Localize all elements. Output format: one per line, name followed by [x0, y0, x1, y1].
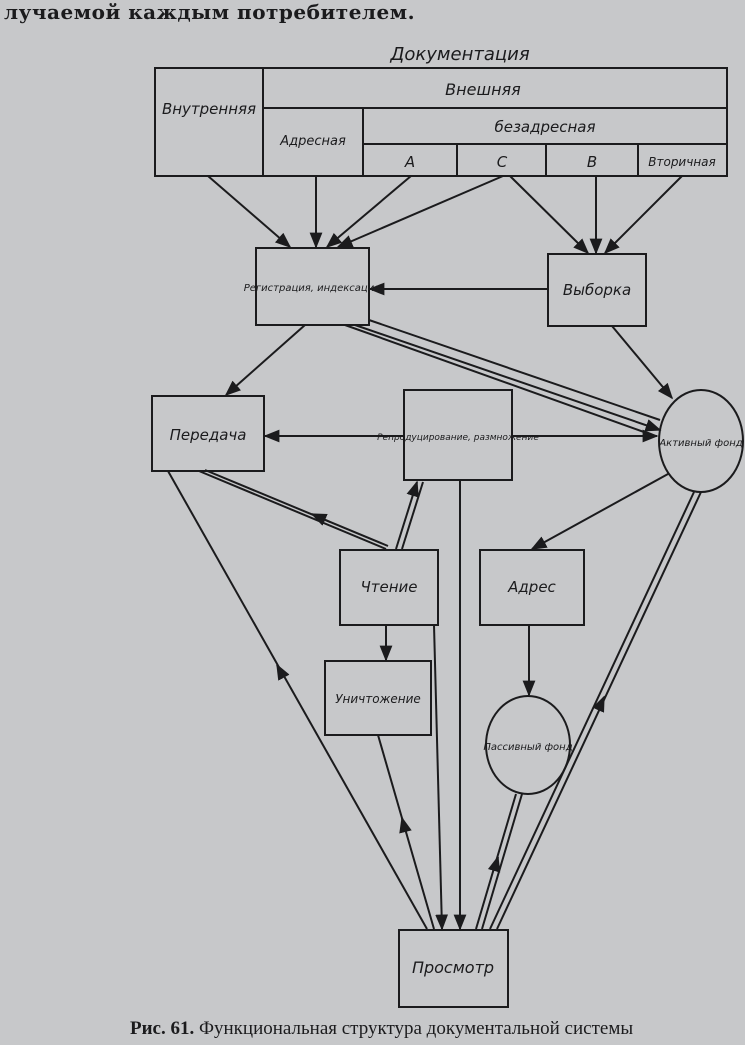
registration-label: Регистрация, индексация [244, 283, 381, 294]
flow-connectors [167, 175, 702, 931]
passive-fund-label: Пассивный фонд [483, 742, 572, 753]
category-c-label: С [497, 153, 508, 171]
reading-box [339, 549, 439, 626]
secondary-label: Вторичная [648, 155, 716, 169]
address-box [479, 549, 585, 626]
figure-caption-text: Функциональная структура документальной … [199, 1018, 634, 1039]
external-label: Внешняя [445, 80, 521, 99]
addressed-label: Адресная [279, 134, 346, 149]
address-label: Адрес [507, 578, 556, 596]
viewing-box [398, 929, 509, 1008]
internal-label: Внутренняя [162, 100, 256, 118]
reproduction-label: Репродуцирование, размножение [377, 433, 539, 443]
active-fund-label: Активный фонд [658, 438, 742, 449]
viewing-label: Просмотр [412, 958, 494, 977]
selection-label: Выборка [563, 281, 631, 299]
destruction-label: Уничтожение [335, 692, 421, 706]
reading-label: Чтение [360, 578, 417, 596]
figure-caption: Рис. 61. Функциональная структура докуме… [130, 1018, 633, 1040]
documentation-table [154, 67, 728, 177]
unaddressed-label: безадресная [494, 118, 595, 136]
documentation-title: Документация [389, 44, 529, 65]
category-b-label: В [587, 153, 597, 171]
figure-number: Рис. 61. [130, 1018, 195, 1039]
category-a-label: А [404, 153, 415, 171]
page-top-text: лучаемой каждым потребителем. [4, 0, 416, 24]
transmission-label: Передача [170, 426, 247, 444]
